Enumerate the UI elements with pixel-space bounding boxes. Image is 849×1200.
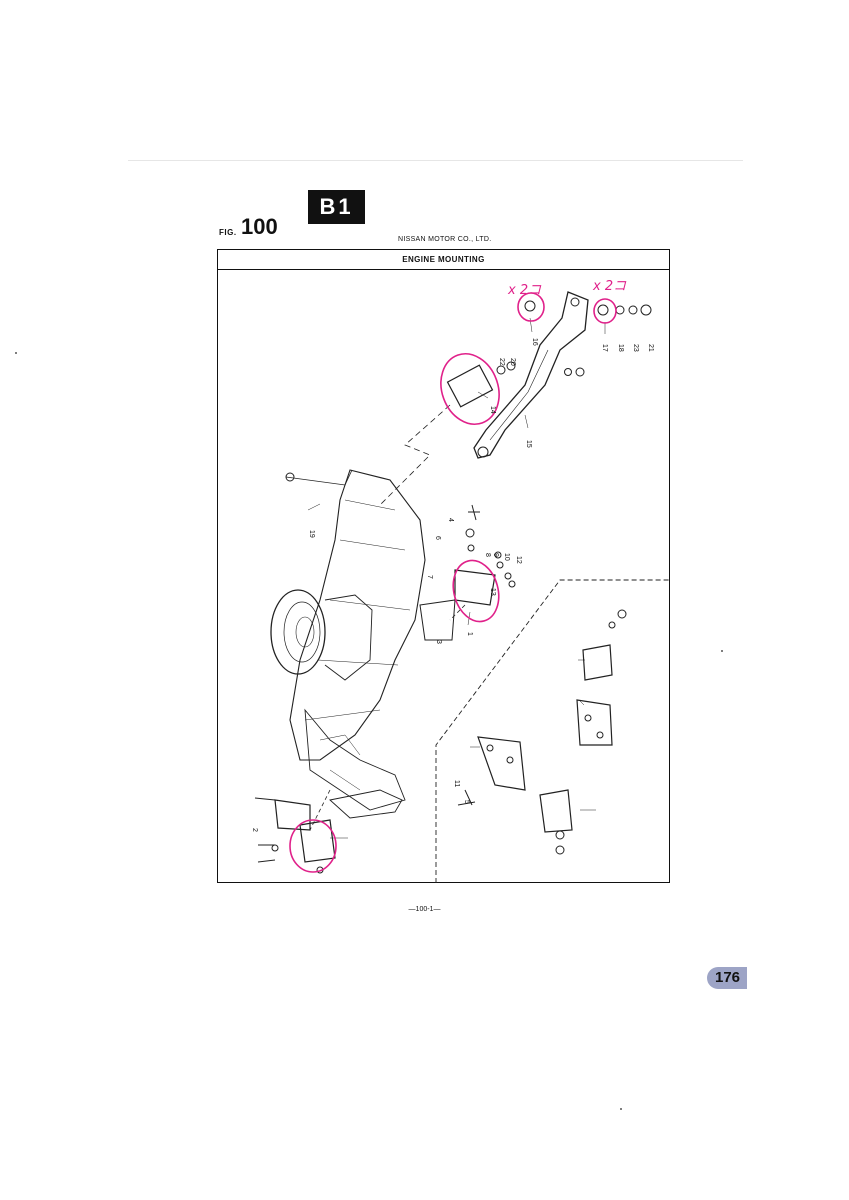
guide-line: [449, 604, 466, 621]
crossmember: [473, 291, 589, 459]
page-number-tab: 176: [707, 967, 747, 989]
transmission: [289, 469, 426, 761]
right-mount-assembly: [576, 609, 627, 746]
scan-speck: [15, 352, 17, 354]
section-badge: B1: [308, 190, 365, 224]
scan-speck: [620, 1108, 622, 1110]
annotation-circle-14: [440, 353, 500, 425]
annotation-circle-1: [452, 559, 500, 623]
company-name: NISSAN MOTOR CO., LTD.: [398, 236, 492, 243]
scan-speck: [721, 650, 723, 652]
fasteners-column: [419, 504, 516, 641]
guide-line: [379, 404, 451, 506]
fig-label: FIG.: [219, 228, 237, 237]
diagram-frame: [217, 249, 670, 883]
annotation-circle-17: [593, 298, 617, 324]
fig-number: 100: [241, 214, 278, 239]
lower-mount-assembly: [457, 736, 573, 855]
page-code: —100-1—: [408, 906, 441, 913]
guide-line: [309, 789, 331, 831]
annotation-circle-1-lower: [289, 819, 337, 873]
bracket-14: [446, 364, 494, 408]
panel-divider: [435, 579, 670, 883]
flywheel: [270, 589, 326, 675]
page-top-rule: [128, 160, 743, 161]
annotation-circle-16: [517, 292, 545, 322]
diagram-title: ENGINE MOUNTING: [217, 250, 670, 270]
top-washers: [496, 300, 652, 377]
